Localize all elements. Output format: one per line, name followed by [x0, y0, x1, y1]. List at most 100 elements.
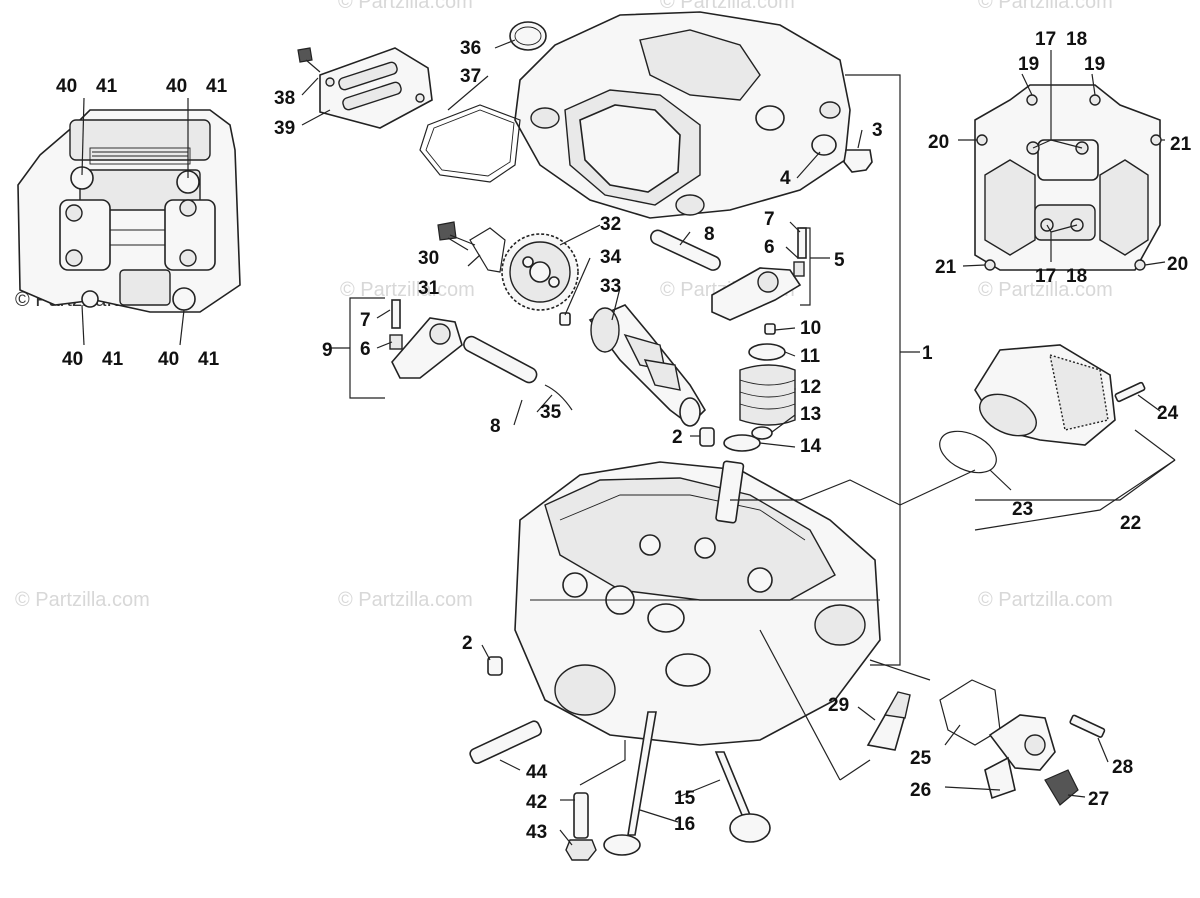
watermark: © Partzilla.com [660, 0, 795, 13]
callout-label: 12 [800, 377, 821, 398]
callout-label: 21 [1170, 134, 1192, 155]
callout-label: 34 [600, 247, 622, 268]
valve-cover [514, 11, 851, 219]
callout-label: 3 [872, 120, 883, 141]
callout-label: 5 [834, 250, 845, 271]
callout-label: 4 [780, 168, 791, 189]
callout-label: 18 [1066, 29, 1087, 50]
callout-label: 7 [764, 209, 775, 230]
stud [573, 792, 589, 839]
callout-label: 14 [800, 436, 822, 457]
callout-label: 31 [418, 278, 440, 299]
callout-label: 40 [62, 349, 83, 370]
bolt [437, 221, 457, 241]
callout-label: 16 [674, 814, 695, 835]
callout-label: 21 [935, 257, 957, 278]
watermark: © Partzilla.com [978, 589, 1113, 611]
cam-chain-guide-bracket [469, 227, 506, 273]
callout-label: 24 [1157, 403, 1179, 424]
retaining-clip [544, 384, 573, 411]
callout-label: 8 [704, 224, 715, 245]
callout-label: 32 [600, 214, 621, 235]
rocker-shaft [463, 335, 538, 384]
callout-label: 43 [526, 822, 547, 843]
callout-label: 19 [1084, 54, 1105, 75]
callout-label: 30 [418, 248, 439, 269]
callout-label: 11 [800, 346, 821, 367]
callout-label: 1 [922, 343, 933, 364]
callout-label: 13 [800, 404, 821, 425]
thermostat-housing [984, 714, 1056, 800]
dowel-pin [559, 312, 571, 326]
cylinder-head [514, 460, 881, 746]
callout-label: 44 [526, 762, 548, 783]
callout-label: 38 [274, 88, 295, 109]
callout-label: 25 [910, 748, 932, 769]
watermark: © Partzilla.com [340, 279, 475, 301]
bolt [1069, 714, 1106, 738]
callout-labels: 1 2 2 3 4 5 6 6 7 7 8 8 9 10 11 12 13 14… [56, 29, 1192, 843]
callout-label: 41 [198, 349, 220, 370]
bolt [1114, 381, 1146, 403]
callout-label: 33 [600, 276, 621, 297]
callout-label: 15 [674, 788, 696, 809]
callout-label: 20 [928, 132, 949, 153]
callout-label: 2 [672, 427, 683, 448]
nut [565, 839, 597, 861]
watermark: © Partzilla.com [338, 0, 473, 13]
valves [603, 711, 771, 856]
valve-spring-stack [723, 323, 796, 452]
watermark: © Partzilla.com [15, 589, 150, 611]
watermark: © Partzilla.com [978, 0, 1113, 13]
callout-label: 19 [1018, 54, 1039, 75]
intake-o-ring [939, 430, 997, 474]
callout-label: 41 [206, 76, 228, 97]
callout-label: 18 [1066, 266, 1087, 287]
cover-gasket [419, 104, 521, 183]
inset-head-top-view [17, 97, 241, 346]
callout-label: 17 [1035, 266, 1056, 287]
rocker-arm [389, 299, 463, 379]
callout-label: 22 [1120, 513, 1141, 534]
inspection-cover [319, 47, 433, 129]
callout-label: 2 [462, 633, 473, 654]
intake-boot [974, 344, 1116, 446]
spark-plug [866, 691, 911, 751]
dowel-pin [487, 656, 503, 676]
leader-lines [301, 39, 1176, 846]
callout-label: 9 [322, 340, 333, 361]
watermark: © Partzilla.com [338, 589, 473, 611]
temperature-sensor [1044, 769, 1079, 806]
plug [843, 149, 873, 173]
callout-label: 40 [56, 76, 77, 97]
callout-label: 36 [460, 38, 481, 59]
camshaft [588, 304, 707, 427]
inset-head-front-view [974, 84, 1162, 271]
callout-label: 23 [1012, 499, 1033, 520]
callout-label: 10 [800, 318, 821, 339]
callout-label: 41 [102, 349, 124, 370]
callout-label: 40 [166, 76, 187, 97]
callout-label: 37 [460, 66, 481, 87]
callout-label: 26 [910, 780, 931, 801]
callout-label: 35 [540, 402, 562, 423]
callout-label: 40 [158, 349, 179, 370]
stud [469, 720, 542, 765]
callout-label: 20 [1167, 254, 1188, 275]
seal-washer [811, 134, 837, 156]
dowel-pin [699, 427, 715, 447]
callout-label: 6 [764, 237, 775, 258]
callout-label: 6 [360, 339, 371, 360]
rocker-arm [711, 227, 807, 321]
callout-label: 17 [1035, 29, 1056, 50]
callout-label: 28 [1112, 757, 1133, 778]
callout-label: 8 [490, 416, 501, 437]
callout-label: 29 [828, 695, 849, 716]
rocker-shaft [650, 229, 721, 271]
callout-label: 27 [1088, 789, 1109, 810]
callout-label: 41 [96, 76, 118, 97]
callout-label: 7 [360, 310, 371, 331]
watermark: © Partzilla.com [978, 279, 1113, 301]
callout-label: 42 [526, 792, 547, 813]
